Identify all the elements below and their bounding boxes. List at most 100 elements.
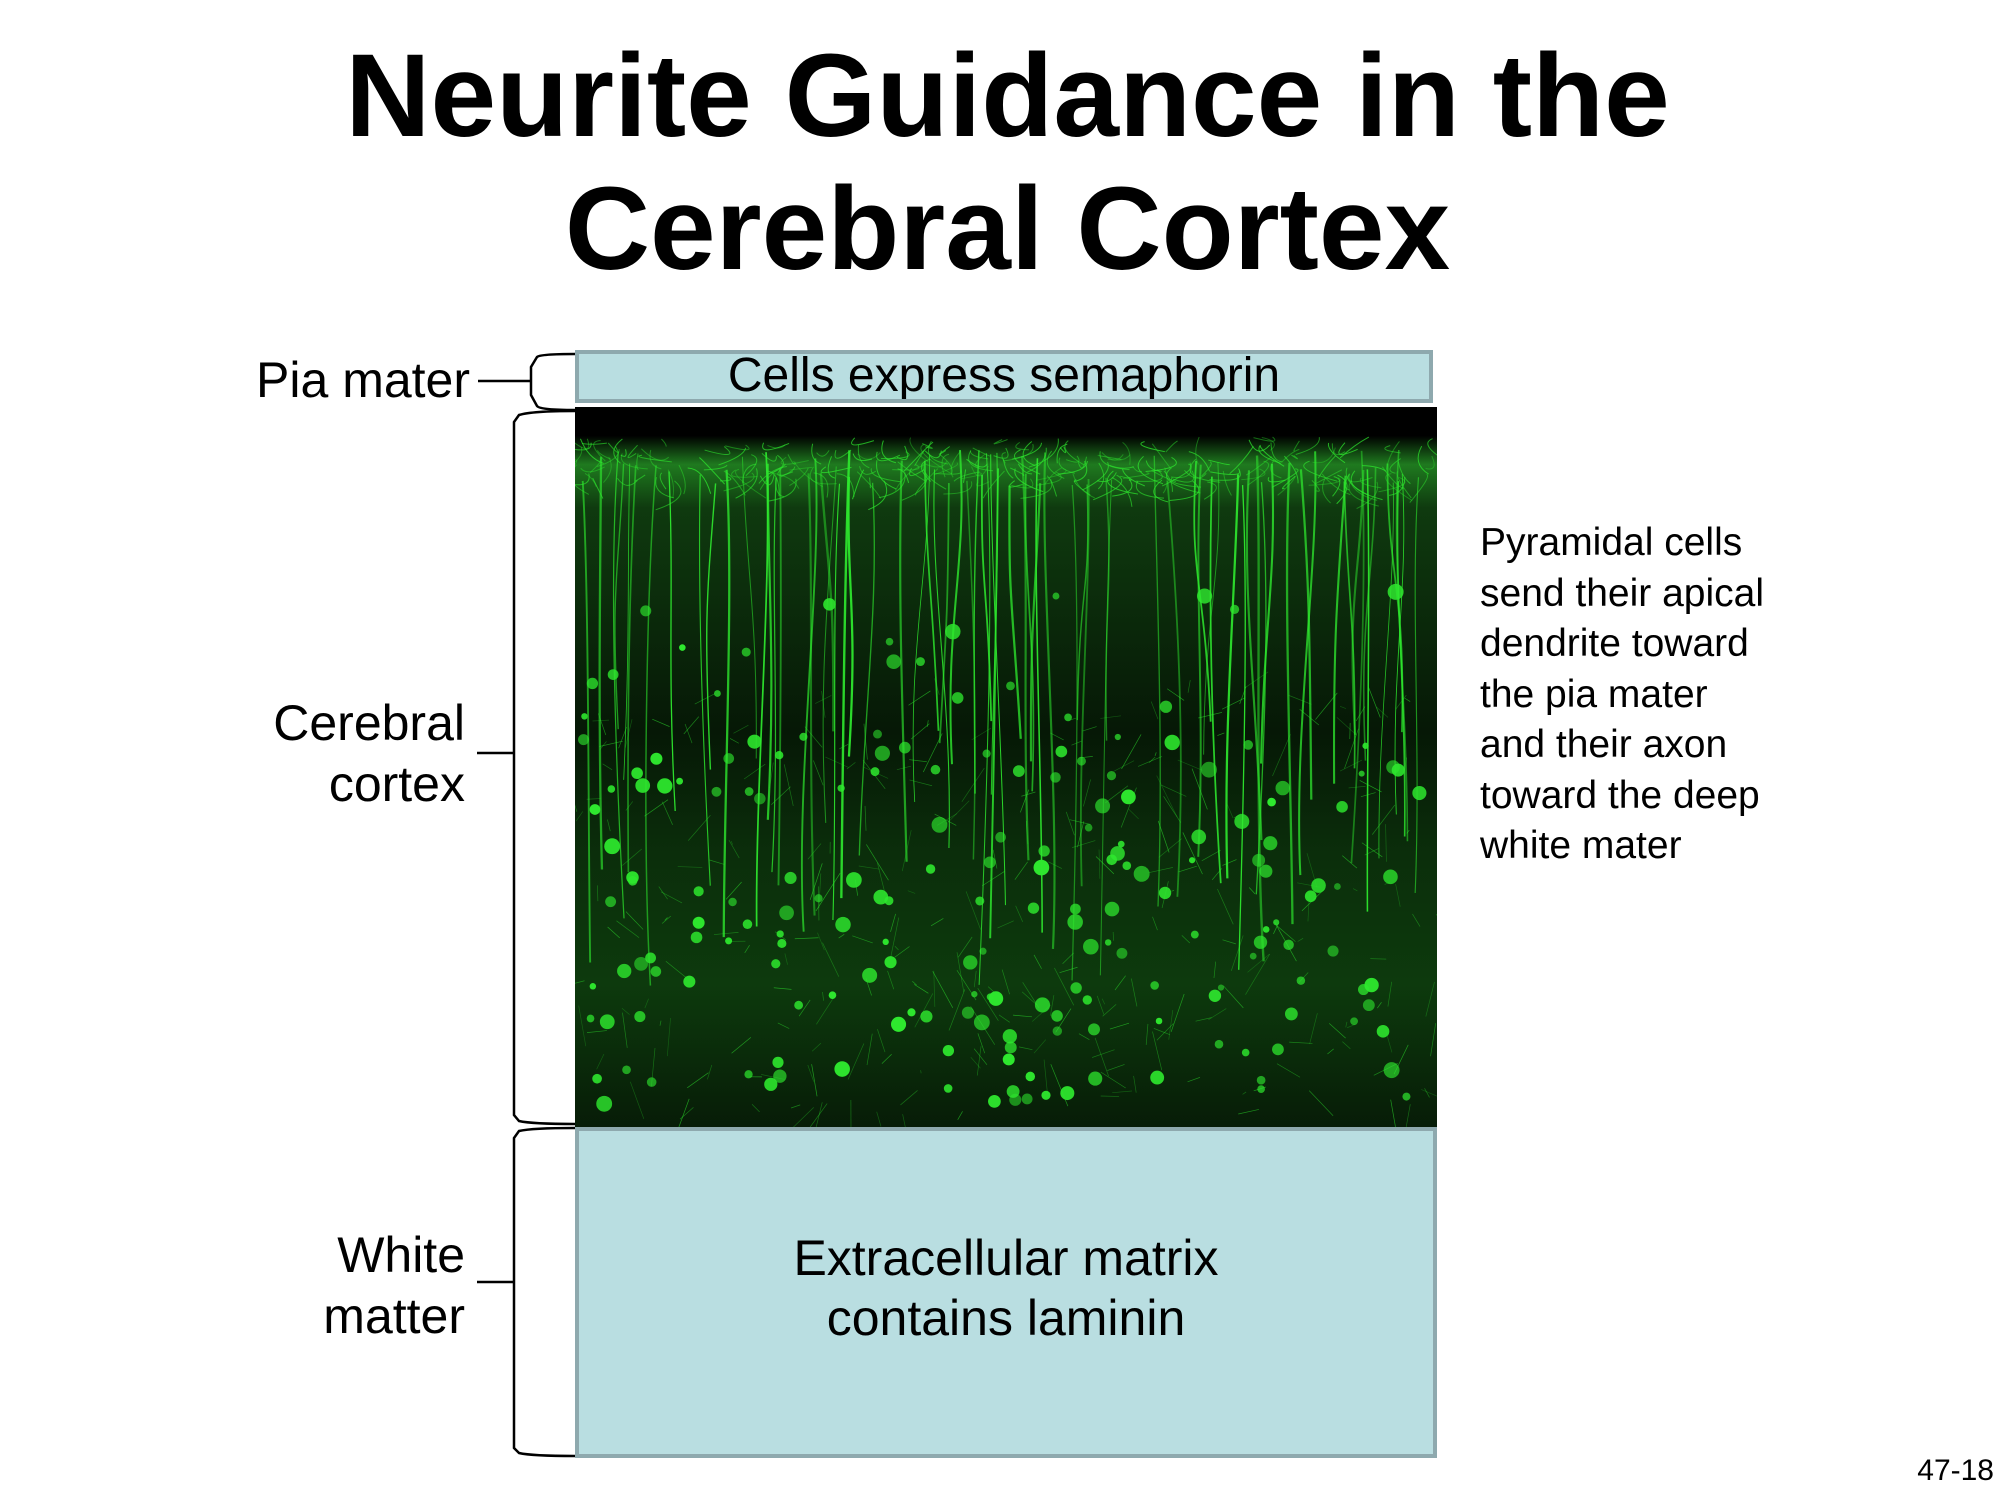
dendrite-tuft [1427, 438, 1437, 456]
dendrite-tuft [1253, 436, 1276, 442]
dendrite-tuft [718, 447, 747, 466]
cerebral-cortex-label-line-1: Cerebral [273, 695, 465, 751]
apical-dendrite [923, 460, 940, 731]
dendrite-tuft [1112, 478, 1133, 497]
apical-dendrite [1362, 467, 1377, 761]
neuron-soma [1027, 902, 1040, 914]
neurite-fibre [1054, 967, 1075, 1006]
neuron-soma [1383, 869, 1398, 885]
neurite-fibre [1247, 953, 1270, 973]
dendrite-tuft [1122, 468, 1146, 487]
dendrite-tuft [1345, 467, 1369, 496]
dendrite-tuft [881, 440, 897, 464]
neurite-fibre [909, 779, 933, 787]
dendrite-tuft [857, 444, 870, 469]
neurite-fibre [618, 726, 627, 749]
neuron-soma [1327, 945, 1339, 957]
dendrite-tuft [1122, 441, 1131, 465]
neurite-fibre [713, 932, 739, 935]
neurite-fibre [822, 991, 824, 1001]
neuron-soma [885, 637, 894, 646]
neuron-soma [920, 1010, 933, 1023]
neurite-fibre [866, 844, 889, 881]
neuron-soma [1257, 1085, 1265, 1093]
apical-dendrite [822, 466, 837, 823]
neurite-fibre [1001, 969, 1010, 995]
neurite-fibre [661, 801, 673, 825]
neurite-fibre [976, 1045, 982, 1076]
dendrite-tuft [1140, 441, 1165, 453]
neurite-fibre [1152, 1031, 1163, 1071]
neuron-soma [1402, 1092, 1411, 1101]
slide-number: 47-18 [1917, 1454, 1994, 1487]
neurite-fibre [815, 695, 832, 704]
neuron-soma [1259, 864, 1273, 878]
neuron-soma [1052, 1026, 1062, 1036]
annotation-line: Pyramidal cells [1480, 521, 1743, 564]
neurite-fibre [1107, 1064, 1125, 1071]
neurite-fibre [599, 740, 623, 747]
apical-dendrite [1043, 452, 1056, 949]
neuron-soma [931, 816, 948, 833]
neuron-soma [693, 886, 704, 897]
dendrite-tuft [1107, 454, 1131, 461]
dendrite-tuft [1229, 446, 1254, 475]
neurite-fibre [684, 723, 693, 744]
neuron-layer [575, 436, 1437, 1128]
dendrite-tuft [1209, 470, 1241, 481]
neurite-fibre [1050, 732, 1064, 741]
apical-dendrite [1351, 470, 1365, 735]
dendrite-tuft [1044, 467, 1063, 485]
neurite-fibre [1355, 706, 1366, 722]
neuron-soma [1106, 770, 1117, 781]
neurite-fibre [1070, 717, 1076, 721]
neurite-fibre [1385, 824, 1387, 862]
apical-dendrite [1238, 485, 1246, 970]
dendrite-tuft [1201, 461, 1212, 477]
neurite-fibre [1213, 961, 1217, 979]
neurite-fibre [961, 767, 985, 802]
neuron-soma [799, 732, 808, 741]
neurite-fibre [1328, 1023, 1346, 1039]
apical-dendrite [938, 483, 950, 744]
annotation-line: toward the deep [1480, 773, 1760, 817]
neurite-fibre [683, 716, 700, 735]
neurite-fibre [578, 1005, 587, 1047]
dendrite-tuft [922, 463, 947, 490]
neurite-fibre [625, 801, 633, 811]
apical-dendrite [1209, 476, 1222, 884]
neurite-fibre [1201, 849, 1221, 862]
neuron-soma [1150, 981, 1159, 990]
neurite-fibre [769, 762, 774, 789]
neurite-fibre [1102, 1004, 1117, 1017]
pia-mater-label: Pia mater [256, 352, 470, 408]
dendrite-tuft [575, 460, 578, 466]
neurite-fibre [1360, 792, 1376, 798]
dendrite-tuft [1003, 443, 1034, 462]
neurite-fibre [666, 1017, 671, 1057]
neuron-soma [645, 952, 657, 964]
neuron-soma [772, 1056, 784, 1068]
neurite-fibre [1015, 905, 1024, 922]
neuron-soma [1267, 797, 1276, 807]
dendrite-tuft [963, 469, 967, 483]
neurite-fibre [596, 1053, 605, 1070]
neurite-fibre [1094, 1037, 1109, 1077]
neurite-fibre [1297, 938, 1304, 942]
dendrite-tuft [620, 453, 648, 470]
white-matter-box-text: Extracellular matrix contains laminin [579, 1228, 1433, 1348]
neurite-fibre [1114, 975, 1126, 991]
dendrite-tuft [1137, 455, 1164, 485]
neurite-fibre [1128, 809, 1139, 820]
neurite-fibre [678, 1098, 690, 1128]
slide-title: Neurite Guidance in the Cerebral Cortex [200, 30, 1815, 296]
neurite-fibre [1198, 712, 1223, 719]
dendrite-tuft [922, 443, 933, 449]
neuron-soma [627, 876, 638, 886]
dendrite-tuft [927, 440, 949, 465]
neurite-fibre [1121, 734, 1142, 770]
neuron-soma [1055, 745, 1068, 758]
neuron-soma [1034, 997, 1051, 1013]
neurite-fibre [821, 690, 826, 718]
neuron-soma [1386, 760, 1400, 774]
